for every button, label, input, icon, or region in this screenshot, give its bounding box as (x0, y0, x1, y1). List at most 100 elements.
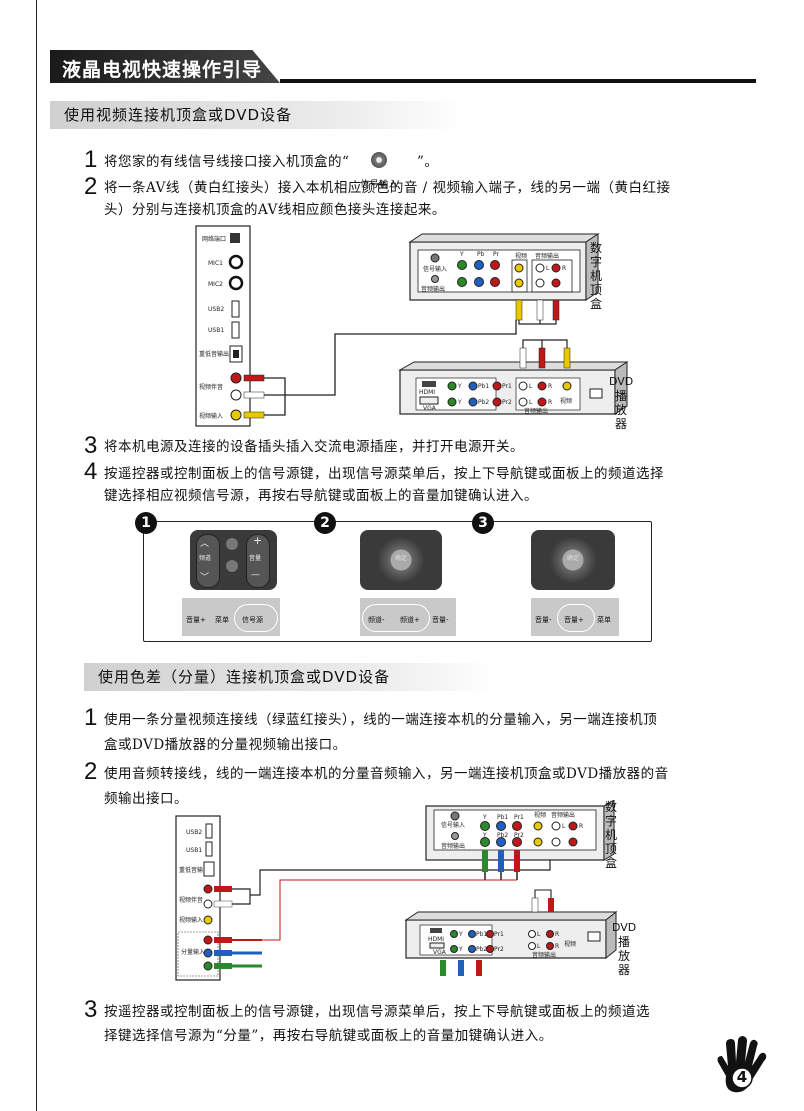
svg-text:音频输出: 音频输出 (551, 811, 575, 819)
svg-text:R: R (555, 931, 559, 938)
svg-text:L: L (529, 383, 533, 390)
svg-text:Pb2: Pb2 (478, 399, 489, 406)
svg-text:Y: Y (458, 946, 463, 953)
left-margin-line (36, 0, 37, 1111)
step-badge: 2 (314, 512, 336, 534)
signal-input-label: 信号输入 (360, 180, 399, 190)
stb-label: 数字机顶盒 (604, 800, 617, 870)
svg-text:Pb1: Pb1 (478, 383, 489, 390)
svg-text:R: R (555, 943, 559, 950)
svg-text:音频输出: 音频输出 (524, 407, 548, 415)
svg-text:Pr1: Pr1 (502, 383, 512, 390)
remote-control-image: 确定 (360, 530, 442, 590)
svg-text:Y: Y (482, 814, 487, 821)
svg-text:Y: Y (457, 383, 462, 390)
volume-rocker[interactable] (246, 534, 270, 588)
hand-page-icon (717, 1036, 767, 1093)
svg-text:视频伴音: 视频伴音 (199, 383, 223, 391)
svg-text:Y: Y (482, 832, 487, 839)
svg-text:分量输入: 分量输入 (181, 948, 205, 956)
svg-text:VGA: VGA (423, 405, 437, 412)
step-number: 2 (84, 173, 98, 200)
svg-text:Y: Y (459, 251, 464, 258)
section-title-av: 使用视频连接机顶盒或DVD设备 (50, 101, 464, 129)
channel-buttons-highlight[interactable] (362, 604, 430, 632)
svg-text:L: L (562, 823, 566, 830)
confirm-label: 确定 (394, 555, 407, 562)
step-number: 3 (84, 432, 98, 459)
svg-text:Pr1: Pr1 (514, 814, 524, 821)
svg-text:USB2: USB2 (186, 829, 202, 836)
svg-text:视频: 视频 (564, 940, 576, 948)
svg-text:R: R (579, 823, 583, 830)
step-number: 1 (84, 704, 98, 731)
channel-label: 频道 (199, 555, 212, 562)
svg-text:音频输出: 音频输出 (532, 951, 556, 959)
svg-text:视频输入: 视频输入 (199, 412, 223, 420)
chevron-up-icon: ︿ (200, 539, 210, 549)
home-button[interactable] (226, 560, 238, 572)
step-badge: 1 (135, 512, 157, 534)
svg-text:信号输入: 信号输入 (423, 265, 447, 273)
nav-ring[interactable] (549, 536, 597, 584)
svg-text:USB2: USB2 (208, 306, 224, 313)
svg-text:信号输入: 信号输入 (441, 821, 465, 829)
svg-text:视频输入: 视频输入 (179, 916, 203, 924)
panel-button-row: 音量- 音量+ 菜单 (531, 598, 619, 636)
svg-text:Pb1: Pb1 (476, 931, 487, 938)
svg-text:L: L (537, 943, 541, 950)
confirm-label: 确定 (566, 555, 579, 562)
step-text: 使用一条分量视频连接线（绿蓝红接头），线的一端连接本机的分量输入，另一端连接机顶… (104, 712, 658, 753)
operation-steps-panel (143, 521, 652, 642)
svg-text:视频: 视频 (560, 397, 572, 405)
svg-text:Pb2: Pb2 (497, 832, 508, 839)
component-connection-diagram: USB2 USB1 重低音输出 视频伴音 R L 视频输入 分量输入 信号输入 … (175, 800, 618, 981)
header-banner (50, 50, 280, 83)
svg-text:音频输出: 音频输出 (441, 842, 465, 850)
svg-text:L: L (546, 265, 550, 272)
svg-text:重低音输出: 重低音输出 (179, 866, 209, 874)
step-number: 2 (84, 758, 98, 785)
svg-text:R: R (548, 399, 552, 406)
svg-text:MIC1: MIC1 (208, 260, 223, 267)
volume-label: 音量 (249, 555, 262, 562)
mute-button[interactable] (226, 538, 238, 550)
svg-text:Pr: Pr (493, 251, 500, 258)
nav-ring[interactable] (377, 536, 425, 584)
remote-control-image: 确定 (531, 530, 615, 590)
step-text: 按遥控器或控制面板上的信号源键，出现信号源菜单后，按上下导航键或面板上的频道选择… (104, 466, 664, 504)
plus-icon: + (253, 534, 263, 547)
svg-text:Pb1: Pb1 (497, 814, 508, 821)
step-text: 将本机电源及连接的设备插头插入交流电源插座，并打开电源开关。 (104, 439, 524, 455)
source-button-highlight[interactable] (234, 604, 278, 632)
svg-text:HDMI: HDMI (428, 936, 444, 943)
svg-text:音频输出: 音频输出 (535, 252, 559, 260)
svg-text:Pr2: Pr2 (502, 399, 512, 406)
volume-up-highlight[interactable] (557, 604, 595, 632)
section-title-component: 使用色差（分量）连接机顶盒或DVD设备 (84, 663, 498, 691)
svg-text:USB1: USB1 (186, 847, 202, 854)
port-label: 网络端口 (202, 235, 226, 243)
svg-text:USB1: USB1 (208, 327, 224, 334)
svg-text:VGA: VGA (433, 949, 447, 956)
step-number: 3 (84, 996, 98, 1023)
minus-icon: — (251, 570, 260, 580)
page-title: 液晶电视快速操作引导 (62, 59, 263, 81)
svg-text:Y: Y (457, 399, 462, 406)
step-text: 按遥控器或控制面板上的信号源键，出现信号源菜单后，按上下导航键或面板上的频道选择… (104, 1004, 650, 1044)
svg-text:Y: Y (458, 931, 463, 938)
svg-text:HDMI: HDMI (419, 389, 435, 396)
step-text: 使用音频转接线，线的一端连接本机的分量音频输入，另一端连接机顶盒或DVD播放器的… (104, 766, 669, 807)
step-badge: 3 (472, 512, 494, 534)
svg-text:视频: 视频 (515, 252, 527, 260)
svg-text:R: R (562, 265, 566, 272)
svg-text:Pb: Pb (477, 251, 485, 258)
header-rule (280, 79, 756, 83)
svg-text:Pr2: Pr2 (514, 832, 524, 839)
chevron-down-icon: ﹀ (200, 573, 210, 583)
step-number: 4 (84, 458, 98, 485)
channel-rocker[interactable] (196, 534, 220, 588)
svg-text:L: L (529, 399, 533, 406)
